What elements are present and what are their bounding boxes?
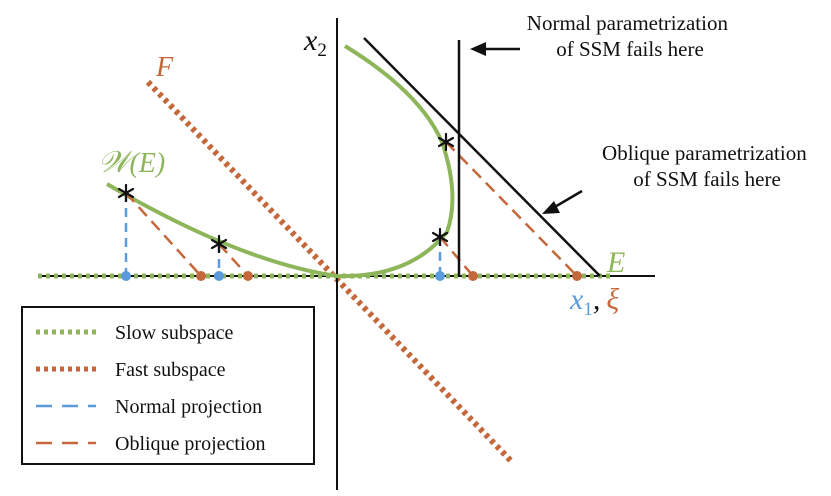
legend-label-oblique: Oblique projection [115,433,266,455]
legend-item-fast: Fast subspace [36,359,226,381]
oblique-projections [125,141,578,277]
legend-item-slow: Slow subspace [36,322,233,344]
legend-label-normal: Normal projection [115,396,262,418]
x1-xi-axis-label: x1,ξ [569,283,619,320]
star-icon [210,234,228,254]
x2-axis-label: x2 [303,24,327,61]
oblique-failure-line [363,37,601,277]
manifold-label: 𝒲(E) [98,146,165,179]
legend-label-slow: Slow subspace [115,322,233,344]
legend-item-normal: Normal projection [36,396,262,418]
slow-subspace-label: E [606,246,625,279]
manifold-point-markers [117,132,455,254]
star-icon [431,227,449,247]
normal-projection-points [121,271,445,281]
normal-fail-annotation: Normal parametrization of SSM fails here [527,11,733,61]
fast-subspace-label: F [155,52,174,83]
oblique-projection-points [196,271,582,281]
legend-label-fast: Fast subspace [115,359,226,381]
legend-item-oblique: Oblique projection [36,433,266,455]
oblique-fail-arrow [542,189,583,214]
normal-fail-arrow [470,42,520,56]
star-icon [437,132,455,152]
manifold-w-e-curve [105,44,455,279]
star-icon [117,183,135,203]
oblique-fail-annotation: Oblique parametrization of SSM fails her… [602,141,812,191]
